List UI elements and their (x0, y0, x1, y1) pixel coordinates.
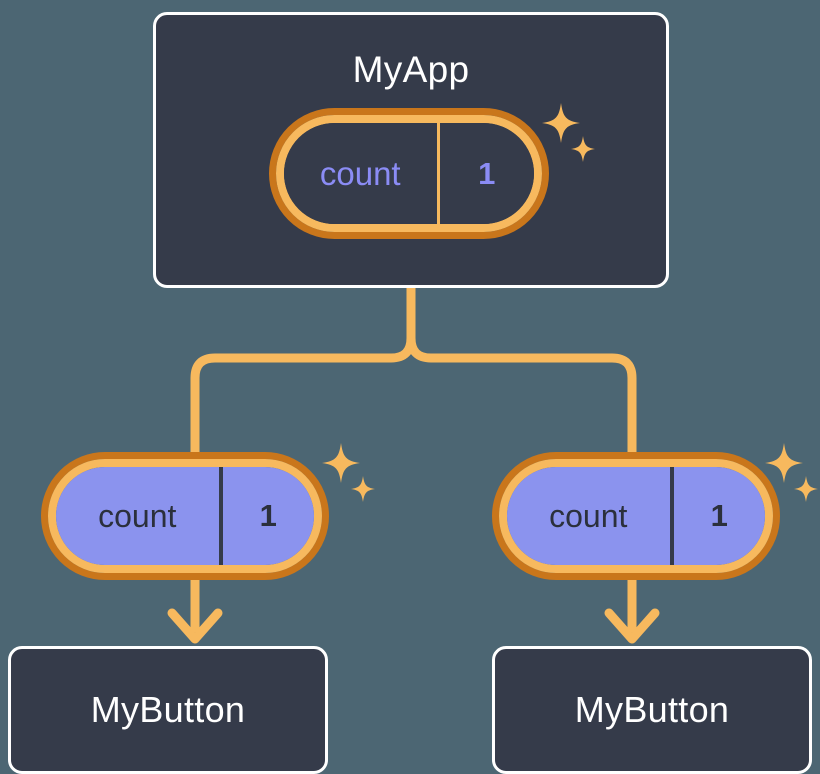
signal-name: count (549, 497, 628, 534)
pill-body: count 1 (507, 467, 765, 565)
signal-value: 1 (218, 467, 314, 565)
node-label: MyButton (574, 689, 730, 730)
pill-inner-ring (499, 459, 773, 573)
signal-pill-myapp[interactable]: count 1 (269, 108, 549, 239)
pill-inner-ring (276, 115, 542, 232)
signal-value: 1 (436, 123, 535, 224)
signal-pill-right[interactable]: count 1 (492, 452, 780, 580)
pill-body: count 1 (56, 467, 314, 565)
arrow-down-icon-right (604, 608, 660, 644)
signal-pill-left[interactable]: count 1 (41, 452, 329, 580)
page-title: MyApp (352, 49, 470, 90)
pill-inner-ring (48, 459, 322, 573)
signal-value: 1 (669, 467, 765, 565)
signal-name: count (98, 497, 177, 534)
pill-outer-ring (41, 452, 329, 580)
arrow-down-icon-left (167, 608, 223, 644)
connector-app-to-right (406, 283, 637, 457)
connector-app-to-left (190, 283, 416, 457)
node-mybutton-right-card[interactable]: MyButton (492, 646, 812, 774)
sparkle-small-icon (794, 476, 818, 502)
node-label: MyButton (90, 689, 246, 730)
pill-body: count 1 (284, 123, 534, 224)
signal-name: count (319, 154, 401, 192)
sparkle-small-icon (351, 476, 375, 502)
node-mybutton-left-card[interactable]: MyButton (8, 646, 328, 774)
pill-outer-ring (269, 108, 549, 239)
